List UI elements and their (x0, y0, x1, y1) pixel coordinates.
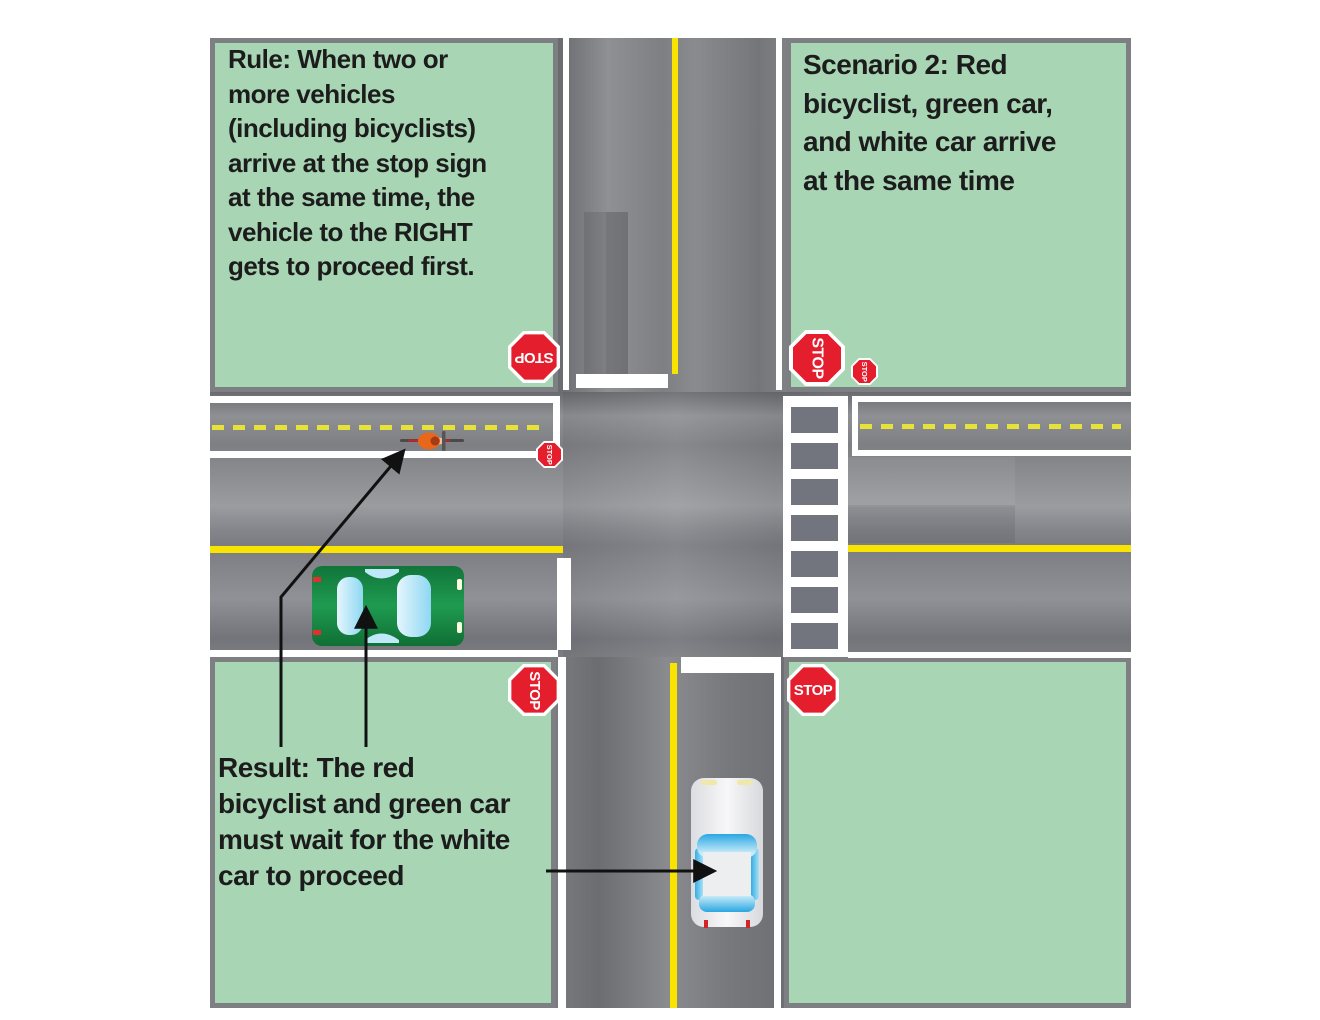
crosswalk-stripe (791, 443, 838, 469)
crosswalk-stripe (791, 515, 838, 541)
dashed-yellow-line (212, 425, 543, 430)
stop-bar-southbound (576, 374, 668, 388)
road-edge-line (776, 38, 782, 390)
stop-sign-label: STOP (809, 337, 826, 379)
stop-bar-northbound (681, 657, 774, 673)
rule-text: Rule: When two or more vehicles (includi… (228, 44, 487, 281)
stop-bar-eastbound (557, 558, 571, 650)
road-edge-line (774, 657, 781, 1008)
stop-sign-bottom-right-icon: STOP (787, 664, 839, 716)
lane-marking-box-left (210, 396, 560, 458)
grass-corner-top-left (210, 38, 558, 392)
stop-sign-label: STOP (514, 348, 554, 366)
stop-sign-label: STOP (545, 444, 555, 465)
center-line-east (845, 545, 1131, 552)
stop-sign-bottom-left-icon: STOP (508, 664, 560, 716)
center-line-west (210, 546, 563, 553)
lane-marking-box-right (852, 396, 1131, 456)
road-edge-line (210, 650, 558, 657)
stop-sign-small-west-icon: STOP (536, 441, 563, 468)
stop-sign-label: STOP (793, 681, 833, 699)
green-car-icon (312, 566, 464, 646)
stop-sign-label: STOP (860, 361, 870, 382)
center-line-north (672, 38, 678, 374)
crosswalk-stripe (791, 407, 838, 433)
asphalt-patch (584, 212, 628, 376)
stop-sign-top-left-icon: STOP (508, 331, 560, 383)
scenario-text: Scenario 2: Red bicyclist, green car, an… (803, 49, 1057, 196)
crosswalk (783, 396, 848, 657)
asphalt-patch (606, 212, 628, 376)
crosswalk-stripe (791, 623, 838, 649)
asphalt-patch (845, 457, 1015, 507)
road-edge-line (563, 38, 569, 390)
road-edge-line (848, 652, 1131, 658)
red-bicyclist-icon (400, 431, 464, 451)
grass-corner-top-right (786, 38, 1131, 392)
dashed-yellow-line (860, 424, 1121, 429)
asphalt-patch (845, 505, 1015, 543)
crosswalk-stripe (791, 479, 838, 505)
center-line-south (670, 663, 677, 1008)
grass-corner-bottom-right (784, 657, 1131, 1008)
stop-sign-label: STOP (525, 670, 543, 710)
crosswalk-stripe (791, 587, 838, 613)
road-edge-line (558, 657, 566, 1008)
white-car-icon (691, 778, 763, 928)
stop-sign-top-right-icon: STOP (789, 330, 845, 386)
result-text: Result: The red bicyclist and green car … (218, 752, 510, 891)
stop-sign-small-top-right-icon: STOP (851, 358, 878, 385)
crosswalk-stripe (791, 551, 838, 577)
